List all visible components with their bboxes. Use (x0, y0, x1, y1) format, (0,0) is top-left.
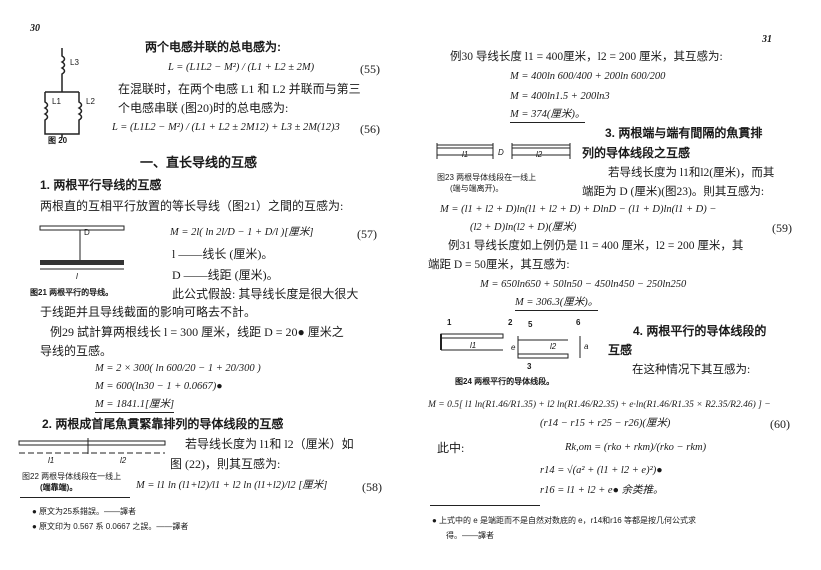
fig22-label-l2: l2 (120, 456, 127, 465)
fig20-label-l1: L1 (52, 97, 61, 106)
paragraph: 在混联时，在两个电感 L1 和 L2 并联而与第三 (118, 82, 361, 96)
footnote: ● 原文印为 0.567 系 0.0667 之誤。——譯者 (32, 522, 189, 531)
fig23-caption: (端与端离开)。 (450, 184, 504, 193)
subsection-heading: 4. 两根平行的导体线段的 (633, 324, 767, 338)
paragraph: 端距 D = 50厘米，其互感为: (428, 259, 570, 271)
fig21-label-d: D (84, 228, 90, 237)
equation-result: M = 306.3(厘米)。 (515, 296, 599, 311)
subsection-heading: 2. 两根成首尾魚貫緊靠排列的导体线段的互感 (42, 417, 284, 431)
paragraph: 此公式假設: 其导线长度是很大很大 (172, 287, 359, 301)
equation-59: (l2 + D)ln(l2 + D)(厘米) (470, 222, 577, 233)
equation-60: M = 0.5[ l1 ln(R1.46/R1.35) + l2 ln(R1.4… (428, 400, 771, 410)
fig24-label: 6 (576, 318, 581, 327)
equation-59: M = (l1 + l2 + D)ln(l1 + l2 + D) + DlnD … (440, 204, 717, 215)
subsection-heading: 3. 两根端与端有間隔的魚貫排 (605, 126, 763, 140)
definition: Rk,om = (rko + rkm)/(rko − rkm) (565, 442, 707, 453)
figure-21-parallel-wires (39, 225, 125, 270)
equation-number: (55) (360, 62, 380, 76)
equation-number: (60) (770, 417, 790, 431)
fig22-caption: 图22 两根导体线段在一线上 (22, 472, 122, 481)
equation-60: (r14 − r15 + r25 − r26)(厘米) (540, 418, 671, 429)
fig20-label-l3: L3 (70, 58, 79, 67)
equation-number: (59) (772, 221, 792, 235)
definition: r16 = l1 + l2 + e● 余类推。 (540, 485, 664, 496)
equation-57: M = 2l( ln 2l/D − 1 + D/l )[厘米] (170, 227, 314, 238)
equation-56: L = (L1L2 − M²) / (L1 + L2 ± 2M12) + L3 … (112, 122, 340, 133)
fig23-caption: 图23 两根导体线段在一线上 (437, 173, 537, 182)
equation: M = 2 × 300( ln 600/20 − 1 + 20/300 ) (95, 363, 261, 374)
fig24-label: e (511, 343, 516, 352)
section-heading: 一、直长导线的互感 (140, 155, 258, 170)
fig20-caption: 图 20 (48, 136, 68, 145)
example-31: 例31 导线长度如上例仍是 l1 = 400 厘米，l2 = 200 厘米，其 (448, 240, 744, 252)
figure-22-wires-end-to-end (18, 438, 166, 454)
equation: M = 600(ln30 − 1 + 0.0667)● (95, 381, 223, 392)
paragraph: 图 (22)，則其互感为: (170, 457, 281, 471)
fig24-label: 3 (527, 362, 532, 371)
paragraph: 若导线长度为 l1和 l2（厘米）如 (185, 437, 354, 451)
paragraph: 若导线长度为 l1和l2(厘米)，而其 (608, 167, 775, 179)
paragraph: 于线距并且导线截面的影响可略去不計。 (40, 305, 257, 319)
equation: M = 400ln 600/400 + 200ln 600/200 (510, 71, 666, 82)
label: 此中: (437, 441, 465, 455)
equation: M = 650ln650 + 50ln50 − 450ln450 − 250ln… (480, 279, 687, 290)
equation-58: M = l1 ln (l1+l2)/l1 + l2 ln (l1+l2)/l2 … (136, 480, 328, 491)
equation: M = 400ln1.5 + 200ln3 (510, 91, 610, 102)
fig24-label: 2 (508, 318, 513, 327)
paragraph: 导线的互感。 (40, 344, 113, 358)
fig23-label-d: D (498, 148, 504, 157)
equation-result: M = 374(厘米)。 (510, 108, 586, 123)
equation-number: (56) (360, 122, 380, 136)
footnote: ● 上式中的 e 是端距而不是自然对数底的 e，r14和r16 等都是按几何公式… (432, 516, 696, 525)
paragraph: 两根直的互相平行放置的等长导线（图21）之間的互感为: (40, 199, 344, 213)
equation-55: L = (L1L2 − M²) / (L1 + L2 ± 2M) (168, 62, 315, 73)
page-number-left: 30 (30, 23, 40, 34)
fig24-label: l2 (550, 342, 557, 351)
fig22-label-l1: l1 (48, 456, 55, 465)
page-number-right: 31 (762, 34, 772, 45)
definition: D ——线距 (厘米)。 (172, 268, 279, 282)
figure-20-circuit (43, 48, 83, 138)
footnote: ● 原文为25系錯誤。——譯者 (32, 507, 136, 516)
definition: l ——线长 (厘米)。 (172, 247, 274, 261)
subsection-heading: 1. 两根平行导线的互感 (40, 178, 162, 192)
fig24-label: 1 (447, 318, 452, 327)
equation-number: (58) (362, 480, 382, 494)
subsection-heading: 列的导体线段之互感 (582, 146, 691, 160)
subsection-heading: 互感 (608, 343, 633, 357)
example-30: 例30 导线长度 l1 = 400厘米，l2 = 200 厘米，其互感为: (450, 51, 723, 63)
example-29: 例29 試計算两根线长 l = 300 厘米，线距 D = 20● 厘米之 (50, 325, 344, 339)
fig23-label-l1: l1 (462, 150, 469, 159)
fig24-label: a (584, 342, 589, 351)
footnote-divider (430, 505, 540, 506)
fig22-caption: (端靠端)。 (40, 483, 78, 492)
paragraph: 端距为 D (厘米)(图23)。則其互感为: (582, 186, 765, 198)
fig23-label-l2: l2 (536, 150, 543, 159)
equation-result: M = 1841.1[厘米] (95, 398, 175, 413)
paragraph: 在这种情况下其互感为: (632, 364, 751, 376)
fig21-caption: 图21 两根平行的导线。 (30, 288, 114, 297)
footnote: 得。——譯者 (446, 531, 494, 540)
paragraph: 两个电感并联的总电感为: (145, 40, 281, 54)
fig21-label-l: l (76, 272, 78, 281)
equation-number: (57) (357, 227, 377, 241)
fig24-label: 5 (528, 320, 533, 329)
figure-23-wires-with-gap (436, 143, 571, 159)
fig24-label: l1 (470, 341, 477, 350)
paragraph: 个电感串联 (图20)时的总电感为: (118, 101, 289, 115)
footnote-divider (20, 497, 130, 498)
fig20-label-l2: L2 (86, 97, 95, 106)
figure-24-parallel-segments (440, 333, 581, 359)
fig24-caption: 图24 两根平行的导体线段。 (455, 377, 555, 386)
definition: r14 = √(a² + (l1 + l2 + e)²)● (540, 465, 663, 476)
